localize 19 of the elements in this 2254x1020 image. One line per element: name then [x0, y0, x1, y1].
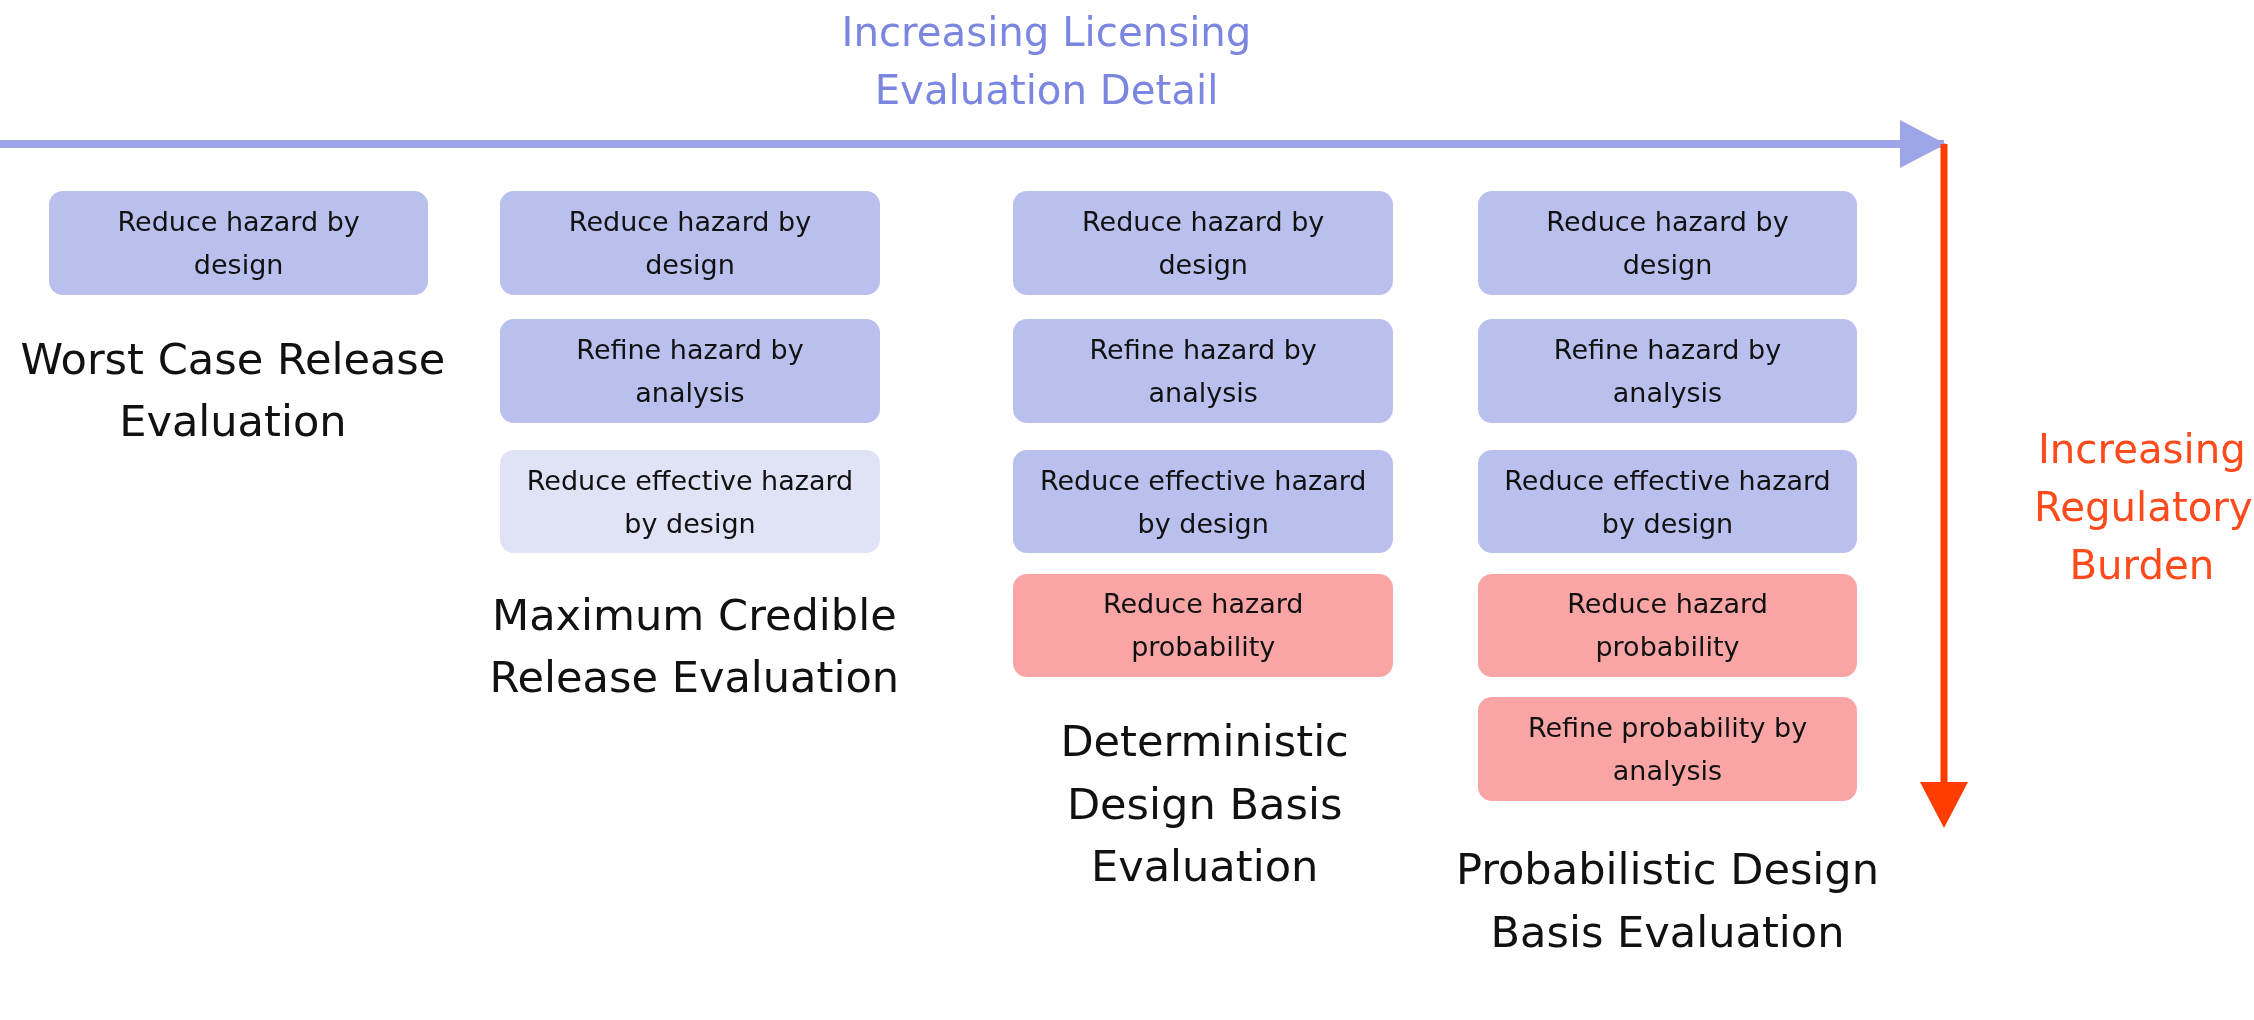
column-title: Probabilistic Design Basis Evaluation — [1454, 843, 1881, 959]
column-title: Maximum Credible Release Evaluation — [488, 588, 901, 705]
process-box: Refine hazard by analysis — [500, 319, 880, 423]
process-box: Reduce effective hazard by design — [500, 449, 880, 554]
process-box: Reduce hazard by design — [1477, 191, 1858, 295]
process-box: Reduce hazard by design — [1013, 191, 1393, 295]
process-box: Reduce effective hazard by design — [1013, 449, 1393, 554]
process-box: Reduce hazard probability — [1477, 573, 1858, 678]
process-box: Reduce hazard probability — [1013, 573, 1393, 678]
process-box: Reduce effective hazard by design — [1477, 449, 1858, 554]
axis-label: Increasing Regulatory Burden — [2034, 424, 2250, 591]
process-box: Reduce hazard by design — [500, 191, 880, 295]
process-box: Refine hazard by analysis — [1013, 319, 1393, 423]
process-box: Reduce hazard by design — [48, 191, 429, 295]
process-box: Refine probability by analysis — [1477, 697, 1858, 801]
column-title: Worst Case Release Evaluation — [19, 332, 447, 449]
column-title: Deterministic Design Basis Evaluation — [1059, 715, 1350, 894]
axis-label: Increasing Licensing Evaluation Detail — [840, 7, 1253, 116]
process-box: Refine hazard by analysis — [1477, 319, 1858, 423]
